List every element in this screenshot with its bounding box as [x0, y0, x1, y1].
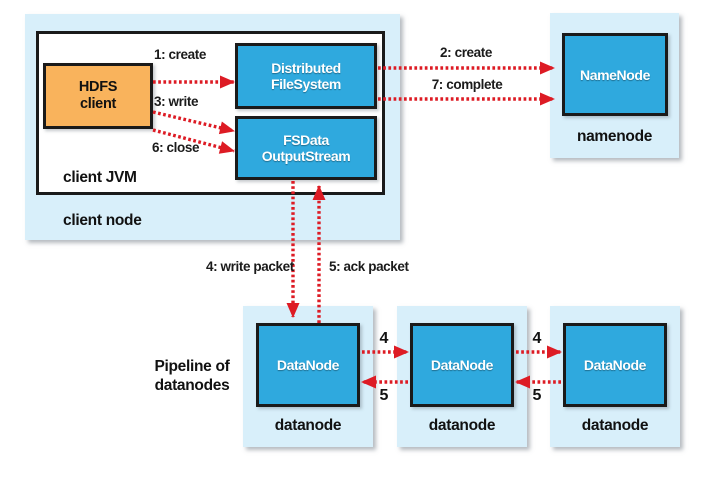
label-3-write: 3: write — [154, 94, 199, 109]
datanode-box-2: DataNode — [410, 323, 514, 407]
fsdata-outputstream-box: FSData OutputStream — [235, 116, 377, 180]
datanode-box-1: DataNode — [256, 323, 360, 407]
namenode-container: NameNode namenode — [550, 13, 679, 158]
datanode-label-2: datanode — [428, 417, 496, 434]
datanode-container-3: DataNode datanode — [550, 306, 680, 447]
namenode-label: namenode — [576, 128, 653, 145]
client-node-label: client node — [63, 212, 142, 229]
datanode-label-3: datanode — [581, 417, 649, 434]
datanode-label-1: datanode — [274, 417, 342, 434]
datanode-box-3: DataNode — [563, 323, 667, 407]
pipeline-caption: Pipeline of datanodes — [154, 358, 230, 394]
datanode-box-1-label: DataNode — [276, 357, 340, 373]
label-4-dn1-dn2: 4 — [379, 330, 389, 347]
hdfs-client-label: HDFS client — [78, 79, 118, 112]
label-5-dn3-dn2: 5 — [532, 387, 542, 404]
label-7-complete: 7: complete — [431, 77, 503, 92]
label-5-dn2-dn1: 5 — [379, 387, 389, 404]
client-jvm-label: client JVM — [63, 169, 137, 186]
datanode-container-2: DataNode datanode — [397, 306, 527, 447]
namenode-box: NameNode — [562, 33, 668, 116]
datanode-container-1: DataNode datanode — [243, 306, 373, 447]
datanode-box-3-label: DataNode — [583, 357, 647, 373]
label-4-dn2-dn3: 4 — [532, 330, 542, 347]
namenode-box-label: NameNode — [580, 66, 650, 83]
distributed-filesystem-label: Distributed FileSystem — [271, 60, 341, 92]
fsdata-outputstream-label: FSData OutputStream — [261, 132, 351, 164]
label-1-create: 1: create — [154, 47, 206, 62]
datanode-box-2-label: DataNode — [430, 357, 494, 373]
distributed-filesystem-box: Distributed FileSystem — [235, 43, 377, 109]
label-4-write-packet: 4: write packet — [206, 259, 294, 274]
label-2-create: 2: create — [440, 45, 492, 60]
label-5-ack-packet: 5: ack packet — [329, 259, 409, 274]
label-6-close: 6: close — [152, 140, 200, 155]
hdfs-client-box: HDFS client — [43, 63, 153, 129]
